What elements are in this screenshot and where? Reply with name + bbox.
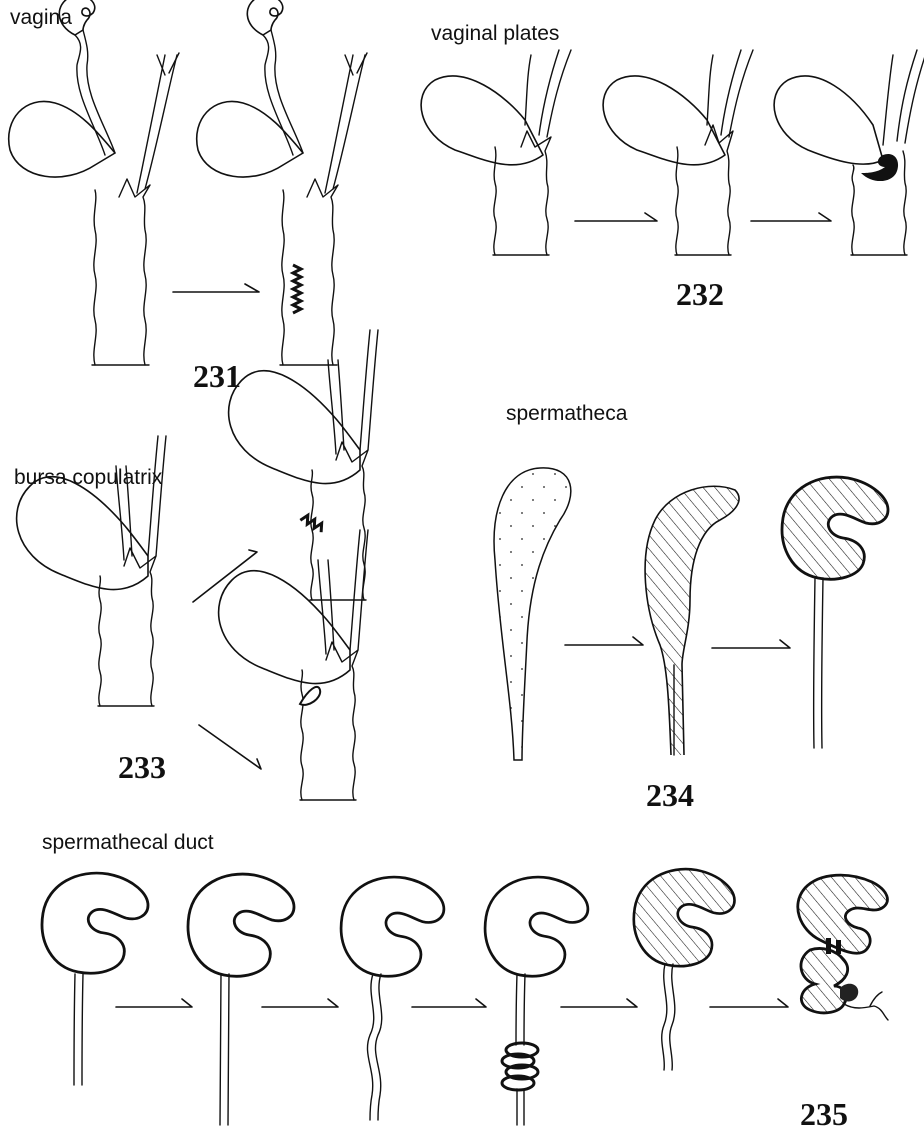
fig231-right bbox=[197, 0, 367, 365]
figure-number-232: 232 bbox=[676, 276, 724, 313]
fig232-c bbox=[774, 50, 924, 255]
fig235-a bbox=[42, 873, 148, 1085]
fig235-c bbox=[341, 877, 444, 1120]
fig235-arrow-2 bbox=[262, 999, 338, 1007]
fig234-arrow-2 bbox=[712, 640, 790, 648]
fig234-arrow-1 bbox=[565, 637, 643, 645]
fig235-arrow-3 bbox=[412, 999, 486, 1007]
label-vagina: vagina bbox=[10, 6, 72, 30]
fig233-bottom bbox=[219, 530, 368, 800]
fig235-arrow-4 bbox=[561, 999, 637, 1007]
figure-number-234: 234 bbox=[646, 777, 694, 814]
fig231-arrow bbox=[173, 284, 259, 292]
fig234-a bbox=[494, 468, 571, 760]
fig232-a bbox=[421, 50, 571, 255]
fig233-top bbox=[229, 330, 378, 600]
fig234-b bbox=[645, 486, 739, 755]
fig235-d bbox=[485, 877, 588, 1125]
fig232-arrow-2 bbox=[751, 213, 831, 221]
fig234-c bbox=[782, 477, 888, 748]
figure-number-235: 235 bbox=[800, 1096, 848, 1133]
fig235-b bbox=[188, 874, 294, 1125]
label-vaginal-plates: vaginal plates bbox=[431, 22, 559, 46]
fig232-b bbox=[603, 50, 753, 255]
fig231-left bbox=[9, 0, 179, 365]
label-bursa-copulatrix: bursa copulatrix bbox=[14, 466, 162, 490]
figure-number-233: 233 bbox=[118, 749, 166, 786]
label-spermatheca: spermatheca bbox=[506, 402, 627, 426]
fig235-arrow-1 bbox=[116, 999, 192, 1007]
label-spermathecal-duct: spermathecal duct bbox=[42, 831, 214, 855]
figure-number-231: 231 bbox=[193, 358, 241, 395]
fig235-arrow-5 bbox=[710, 999, 788, 1007]
fig235-e bbox=[634, 869, 735, 1070]
fig233-arrow-down bbox=[199, 725, 261, 769]
fig235-f bbox=[798, 875, 888, 1020]
fig232-arrow-1 bbox=[575, 213, 657, 221]
